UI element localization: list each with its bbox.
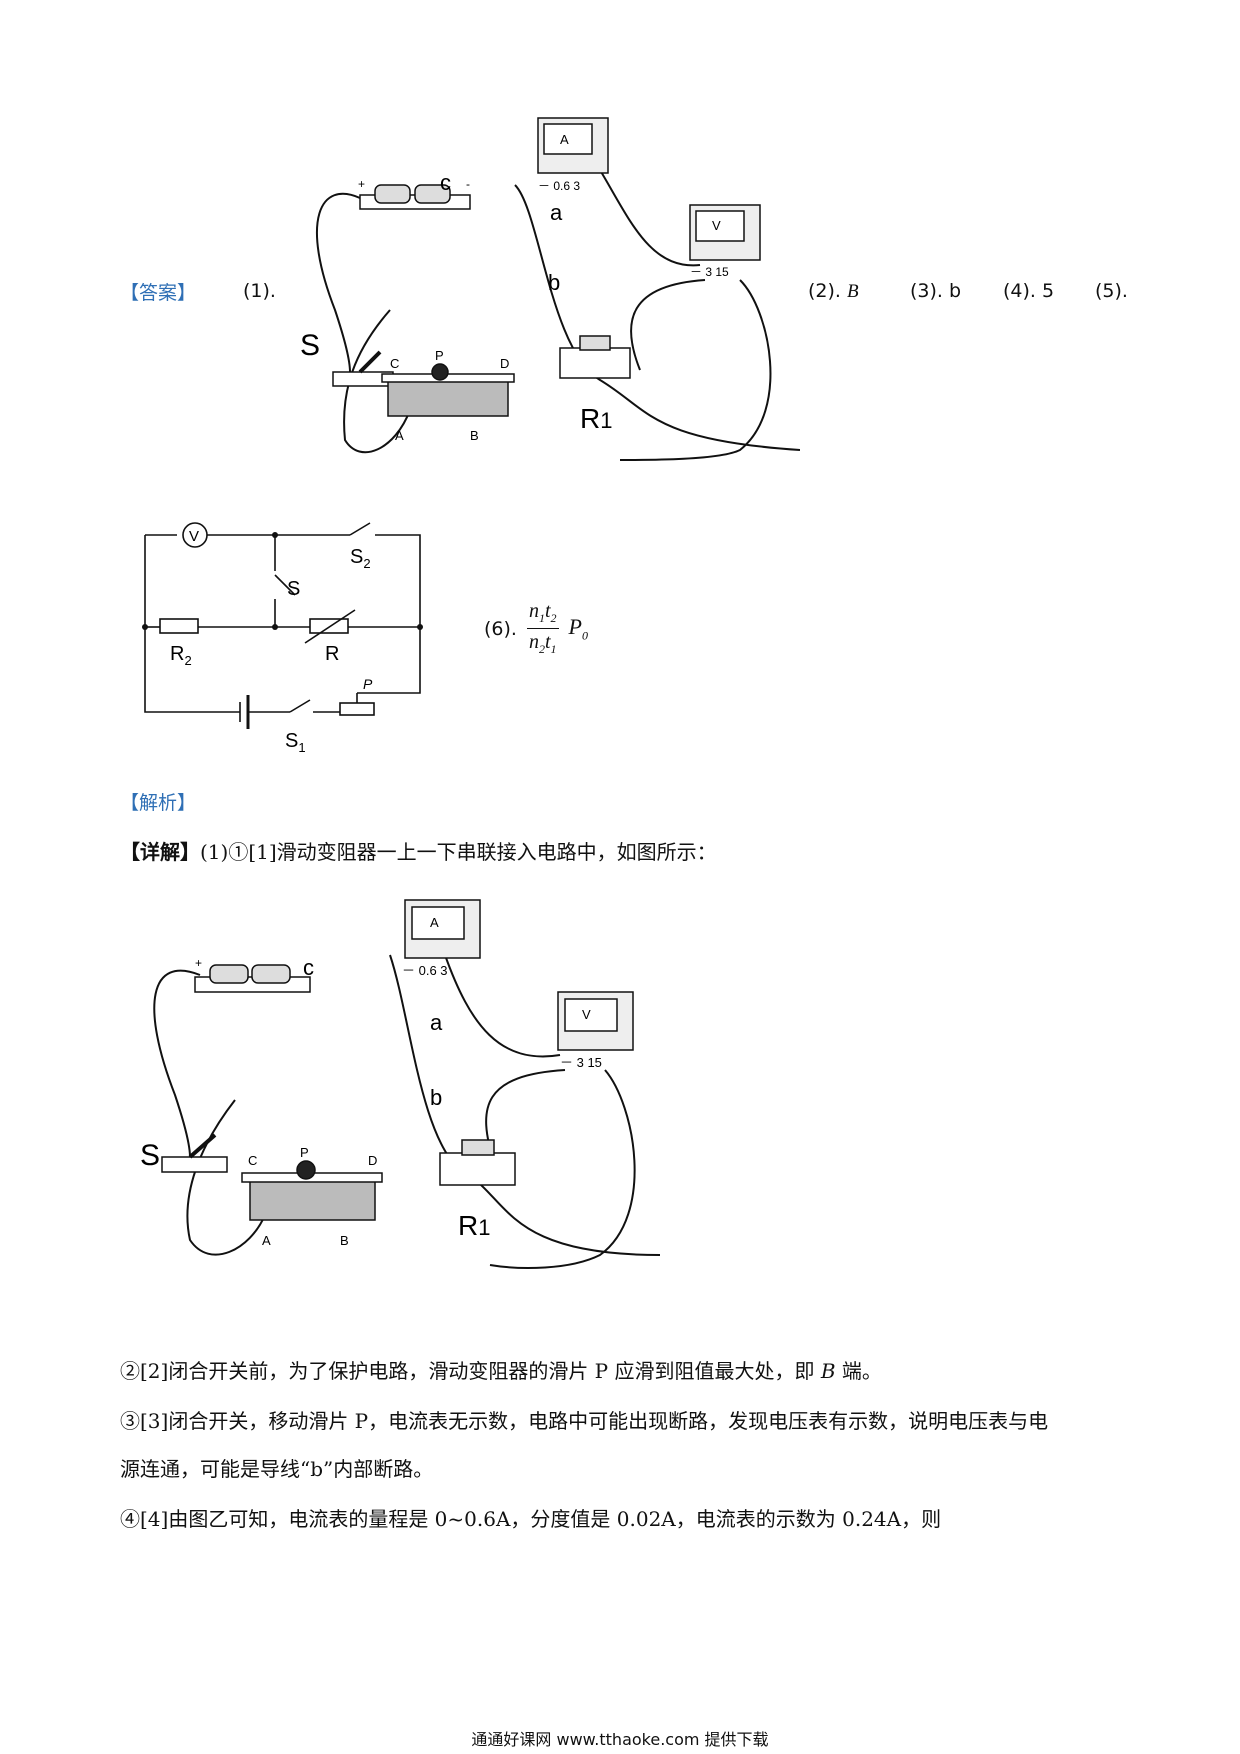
battery-plus-2: + xyxy=(195,956,202,970)
rheostat-c-label-2: C xyxy=(248,1153,257,1168)
schematic-voltmeter: V xyxy=(189,528,199,545)
circuit-diagram-analysis: c a b A V － 0.6 3 － 3 15 + - S C P D A B… xyxy=(140,899,660,1269)
schematic-s2-label: S2 xyxy=(350,546,371,571)
schematic-s-label: S xyxy=(287,578,300,600)
wire-b-label-2: b xyxy=(430,1085,442,1110)
rheostat-p-label-2: P xyxy=(300,1145,309,1160)
wire-a-label-2: a xyxy=(430,1010,443,1035)
answer-item-3: (3). b xyxy=(910,280,962,302)
answer-tag: 【答案】 xyxy=(120,282,197,304)
rheostat-p-label: P xyxy=(435,348,444,363)
detail-line-2: ②[2]闭合开关前，为了保护电路，滑动变阻器的滑片 P 应滑到阻值最大处，即 B… xyxy=(120,1359,882,1383)
footer-text: 通通好课网 www.tthaoke.com 提供下载 xyxy=(471,1730,769,1749)
wire-c-label-2: c xyxy=(303,955,314,980)
rheostat-a-label: A xyxy=(395,428,404,443)
schematic-p-label: P xyxy=(363,676,373,692)
wire-c-label: c xyxy=(440,170,451,195)
rheostat-b-label: B xyxy=(470,428,479,443)
answer-item-6: (6). n1t2 n2t1 P0 xyxy=(484,600,588,656)
schematic-diagram: V S2 S R2 R S1 P xyxy=(142,522,423,755)
answer-item-4: (4). 5 xyxy=(1003,280,1055,302)
circuit-diagram-answer: c a b A V － 0.6 3 － 3 15 + - S C P D A B… xyxy=(300,117,800,461)
detail-line-1: 【详解】(1)①[1]滑动变阻器一上一下串联接入电路中，如图所示： xyxy=(120,840,717,864)
voltmeter-scale: － 3 15 xyxy=(690,265,729,279)
detail-line-3: ③[3]闭合开关，移动滑片 P，电流表无示数，电路中可能出现断路，发现电压表有示… xyxy=(120,1409,1049,1433)
switch-label: S xyxy=(300,329,320,362)
battery-plus: + xyxy=(358,177,365,191)
resistor-r1-label-2: R1 xyxy=(458,1210,490,1241)
voltmeter-scale-2: － 3 15 xyxy=(560,1055,602,1070)
ammeter-scale-2: － 0.6 3 xyxy=(402,963,448,978)
wire-b-label: b xyxy=(548,270,560,295)
answer-item-5: (5). xyxy=(1095,280,1128,302)
formula-power: P0 xyxy=(568,613,588,643)
wire-a-label: a xyxy=(550,200,563,225)
rheostat-c-label: C xyxy=(390,356,399,371)
voltmeter-symbol-2: V xyxy=(582,1007,591,1022)
schematic-r2-label: R2 xyxy=(170,643,192,668)
analysis-tag: 【解析】 xyxy=(120,792,197,814)
answer-item-2: (2). B xyxy=(808,280,859,302)
detail-line-4: 源连通，可能是导线“b”内部断路。 xyxy=(120,1457,434,1481)
voltmeter-symbol: V xyxy=(712,218,721,233)
battery-minus-2: - xyxy=(308,956,312,970)
resistor-r1-label: R1 xyxy=(580,403,612,434)
ammeter-symbol: A xyxy=(560,132,569,147)
ammeter-symbol-2: A xyxy=(430,915,439,930)
formula-fraction: n1t2 n2t1 xyxy=(526,600,559,656)
ammeter-scale: － 0.6 3 xyxy=(538,179,580,193)
detail-line-5: ④[4]由图乙可知，电流表的量程是 0~0.6A，分度值是 0.02A，电流表的… xyxy=(120,1507,942,1531)
battery-minus: - xyxy=(466,177,470,191)
rheostat-b-label-2: B xyxy=(340,1233,349,1248)
schematic-s1-label: S1 xyxy=(285,730,306,755)
rheostat-a-label-2: A xyxy=(262,1233,271,1248)
schematic-r-label: R xyxy=(325,643,339,665)
rheostat-d-label: D xyxy=(500,356,509,371)
answer-item-1: (1). xyxy=(243,280,276,302)
switch-label-2: S xyxy=(140,1139,160,1172)
rheostat-d-label-2: D xyxy=(368,1153,377,1168)
